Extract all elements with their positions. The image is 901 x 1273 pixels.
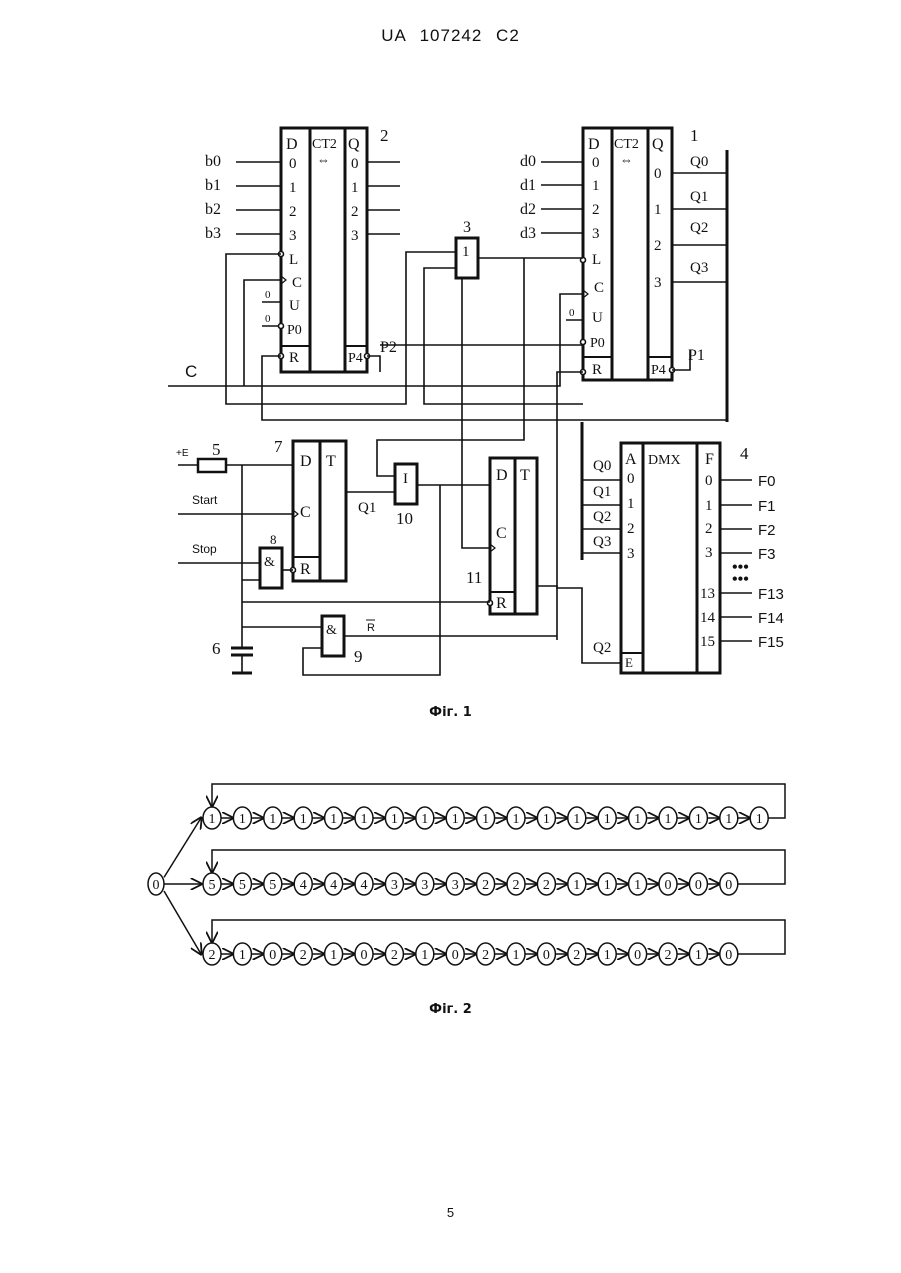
- state-label: 0: [452, 948, 459, 963]
- state-label: 0: [725, 948, 732, 963]
- state-label: 3: [452, 878, 459, 893]
- state-label: 1: [604, 948, 611, 963]
- state-label: 1: [573, 812, 580, 827]
- state-label: 1: [421, 812, 428, 827]
- state-label: 2: [482, 948, 489, 963]
- state-label: 1: [300, 812, 307, 827]
- state-label: 1: [634, 878, 641, 893]
- state-label: 2: [482, 878, 489, 893]
- state-label: 1: [482, 812, 489, 827]
- start-transition: [164, 891, 201, 954]
- state-label: 1: [756, 812, 763, 827]
- state-label: 4: [361, 878, 368, 893]
- state-label: 0: [543, 948, 550, 963]
- state-label: 0: [269, 948, 276, 963]
- state-label: 1: [391, 812, 398, 827]
- state-label: 1: [330, 948, 337, 963]
- state-label: 1: [695, 948, 702, 963]
- state-label: 3: [421, 878, 428, 893]
- state-label: 5: [209, 878, 216, 893]
- state-label: 2: [209, 948, 216, 963]
- state-label: 2: [513, 878, 520, 893]
- state-label: 1: [695, 812, 702, 827]
- state-label: 3: [391, 878, 398, 893]
- state-label: 0: [361, 948, 368, 963]
- state-label: 4: [330, 878, 337, 893]
- state-label: 1: [604, 812, 611, 827]
- state-label: 0: [725, 878, 732, 893]
- figure-2-caption: Фіг. 2: [0, 1002, 901, 1017]
- state-label: 1: [269, 812, 276, 827]
- state-label: 4: [300, 878, 307, 893]
- state-label: 2: [573, 948, 580, 963]
- state-label: 2: [665, 948, 672, 963]
- state-label: 1: [421, 948, 428, 963]
- state-label: 1: [513, 812, 520, 827]
- figure-2-state-diagram: 0 1 1 1 1 1 1 1 1 1 1 1 1 1 1 1 1 1 1 1 5 5 5 4 4 4 3 3 3 2 2 2 1 1 1 0 0 0 2 1…: [0, 0, 901, 1000]
- state-label: 2: [391, 948, 398, 963]
- state-label: 1: [543, 812, 550, 827]
- state-label: 5: [239, 878, 246, 893]
- state-label: 0: [634, 948, 641, 963]
- start-state-label: 0: [153, 878, 160, 893]
- state-label: 1: [452, 812, 459, 827]
- state-label: 1: [725, 812, 732, 827]
- state-label: 1: [513, 948, 520, 963]
- state-label: 1: [330, 812, 337, 827]
- page-number: 5: [0, 1205, 901, 1220]
- state-label: 5: [269, 878, 276, 893]
- state-label: 2: [543, 878, 550, 893]
- state-label: 1: [573, 878, 580, 893]
- state-label: 1: [604, 878, 611, 893]
- state-label: 1: [239, 812, 246, 827]
- state-label: 1: [239, 948, 246, 963]
- state-label: 0: [665, 878, 672, 893]
- state-label: 1: [361, 812, 368, 827]
- state-label: 1: [665, 812, 672, 827]
- state-label: 0: [695, 878, 702, 893]
- state-label: 1: [209, 812, 216, 827]
- state-label: 2: [300, 948, 307, 963]
- start-transition: [164, 818, 201, 877]
- state-label: 1: [634, 812, 641, 827]
